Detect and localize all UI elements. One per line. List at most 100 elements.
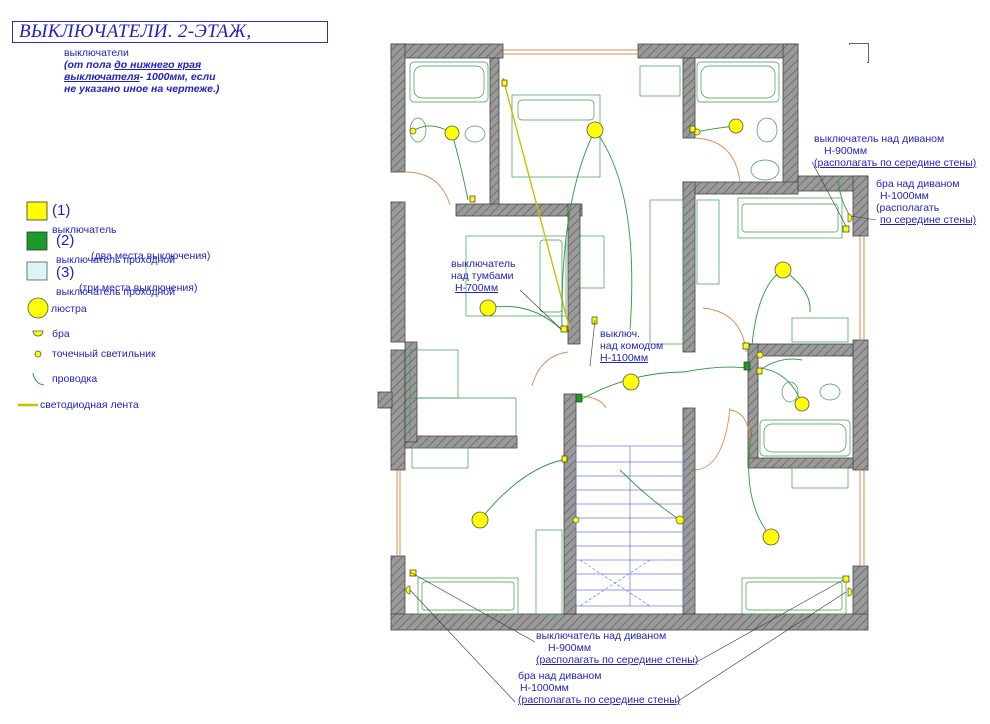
wall-top-mid — [637, 43, 799, 59]
switch-sofa-bottom-left — [409, 569, 417, 577]
legend-item-2-sub: (два места выключения) — [91, 250, 211, 262]
desk-right — [791, 317, 849, 343]
switch-hall-pass — [575, 393, 583, 403]
label-b1: бра над диваном — [876, 178, 960, 190]
label-a3: (располагать по середине стены) — [814, 157, 977, 169]
spotlights — [405, 127, 853, 597]
drawing-title: ВЫКЛЮЧАТЕЛИ. 2-ЭТАЖ, — [19, 21, 252, 42]
switch-room-right — [742, 342, 750, 350]
desk-left-2 — [411, 447, 469, 469]
intro-line-3: выключателя- 1000мм, если — [64, 71, 264, 83]
legend-item-2-num: (2) — [56, 232, 75, 249]
wall-right-mid2 — [852, 339, 869, 471]
int-wall-horiz-1 — [455, 203, 583, 217]
sconce-bottom-right — [847, 587, 853, 597]
legend-item-2: (2) выключатель проходной — [56, 232, 175, 268]
intro-note: выключатели (от пола до нижнего края вык… — [64, 47, 264, 95]
switch-hall-pass-2 — [743, 361, 751, 371]
label-commode-switch: выключ. над комодом Н-1100мм — [600, 328, 663, 364]
tv-stand — [535, 529, 563, 615]
chandelier-bedroom-mid — [479, 299, 497, 317]
label-e2: Н-900мм — [548, 642, 592, 654]
wall-right-low — [852, 565, 869, 617]
fixtures — [409, 61, 851, 615]
label-c2: над тумбами — [451, 270, 514, 282]
legend-spotlight-icon — [34, 350, 42, 358]
legend-chandelier-icon — [27, 297, 49, 319]
legend-item-1-num: (1) — [52, 202, 71, 219]
intro-line-3b: - 1000мм, если — [139, 71, 216, 83]
wall-left-upper — [390, 43, 406, 173]
chandelier-bath-left — [444, 125, 460, 141]
int-wall-horiz-5 — [404, 435, 518, 449]
bed-mid — [465, 235, 567, 317]
label-nightstand-switch: выключатель над тумбами Н-700мм — [451, 258, 515, 294]
label-c1: выключатель — [451, 258, 516, 270]
legend-item-3-sub: (три места выключения) — [79, 282, 198, 294]
sofa-bottom-right — [741, 577, 847, 615]
switch-sofa-right — [842, 225, 850, 233]
int-wall-horiz-2 — [682, 181, 799, 195]
interior-walls — [404, 57, 854, 615]
legend-item-3-label: выключатель проходной — [56, 286, 176, 298]
chandelier-bedroom-top — [586, 121, 604, 139]
switch-bath-left — [469, 195, 476, 203]
intro-line-3a: выключателя — [64, 71, 140, 83]
label-sconce-bottom: бра над диваном Н-1000мм (располагать по… — [518, 670, 680, 706]
wall-right-upper — [782, 43, 799, 185]
sofa-bottom-left — [417, 577, 519, 615]
wardrobe-left — [649, 199, 684, 345]
int-wall-bath-left — [489, 57, 500, 209]
legend-item-4: люстра — [51, 303, 87, 315]
label-d1: выключ. — [600, 328, 640, 340]
label-sconce-right: бра над диваном Н-1000мм (располагать по… — [876, 178, 976, 226]
chandelier-room-right — [774, 261, 792, 279]
label-sofa-switch-bottom: выключатель над диваном Н-900мм (распола… — [536, 630, 698, 666]
legend-item-8: светодиодная лента — [40, 399, 139, 411]
legend-item-1: (1) выключатель — [52, 202, 116, 238]
toilet-left — [464, 125, 486, 143]
bathtub-mid — [759, 419, 851, 457]
wall-top-left — [390, 43, 504, 59]
chandelier-hall — [622, 373, 640, 391]
legend-pass-switch3-icon — [26, 261, 48, 281]
wiring — [412, 125, 851, 538]
legend-pass-switch-icon — [26, 231, 48, 251]
label-a2: Н-900мм — [824, 145, 868, 157]
wall-bottom — [390, 613, 869, 631]
drawing-title-box: ВЫКЛЮЧАТЕЛИ. 2-ЭТАЖ, — [12, 21, 328, 43]
toilet-right — [756, 117, 778, 143]
leader-lines — [409, 161, 877, 704]
label-d2: над комодом — [600, 340, 664, 352]
desk-bottom-right — [791, 467, 849, 489]
label-c3: Н-700мм — [455, 282, 499, 294]
chandelier-bath-right — [728, 118, 744, 134]
int-wall-horiz-3 — [747, 343, 854, 357]
legend-item-3: (3) выключатель проходной — [56, 264, 175, 300]
label-d3: Н-1100мм — [600, 352, 649, 364]
wall-right-mid — [852, 175, 869, 237]
switch-sofa-bottom-right — [842, 575, 850, 583]
intro-line-4: не указано иное на чертеже.) — [64, 83, 220, 95]
legend-item-7: проводка — [52, 373, 98, 385]
wall-left-mid2 — [390, 349, 406, 471]
intro-line-1: выключатели — [64, 47, 129, 59]
int-wall-vert-4 — [563, 393, 577, 615]
intro-line-2b: до нижнего края — [114, 59, 202, 71]
staircase — [575, 445, 684, 607]
int-wall-vert-2 — [682, 181, 696, 353]
switches — [409, 79, 850, 583]
label-sofa-switch-right: выключатель над диваном Н-900мм (распола… — [814, 133, 976, 169]
switch-hall-left — [561, 455, 568, 463]
bathtub-left — [409, 61, 489, 103]
legend-item-5: бра — [52, 328, 70, 340]
legend-item-6: точечный светильник — [52, 348, 156, 360]
switch-bath-mid — [756, 367, 763, 375]
label-a1: выключатель над диваном — [814, 133, 945, 145]
int-wall-vert-1 — [567, 203, 581, 345]
led-strip — [502, 77, 571, 331]
chandelier-bath-mid — [794, 396, 810, 412]
int-wall-vert-5 — [682, 407, 696, 615]
label-e1: выключатель над диваном — [536, 630, 667, 642]
legend-sconce-icon — [32, 330, 44, 337]
